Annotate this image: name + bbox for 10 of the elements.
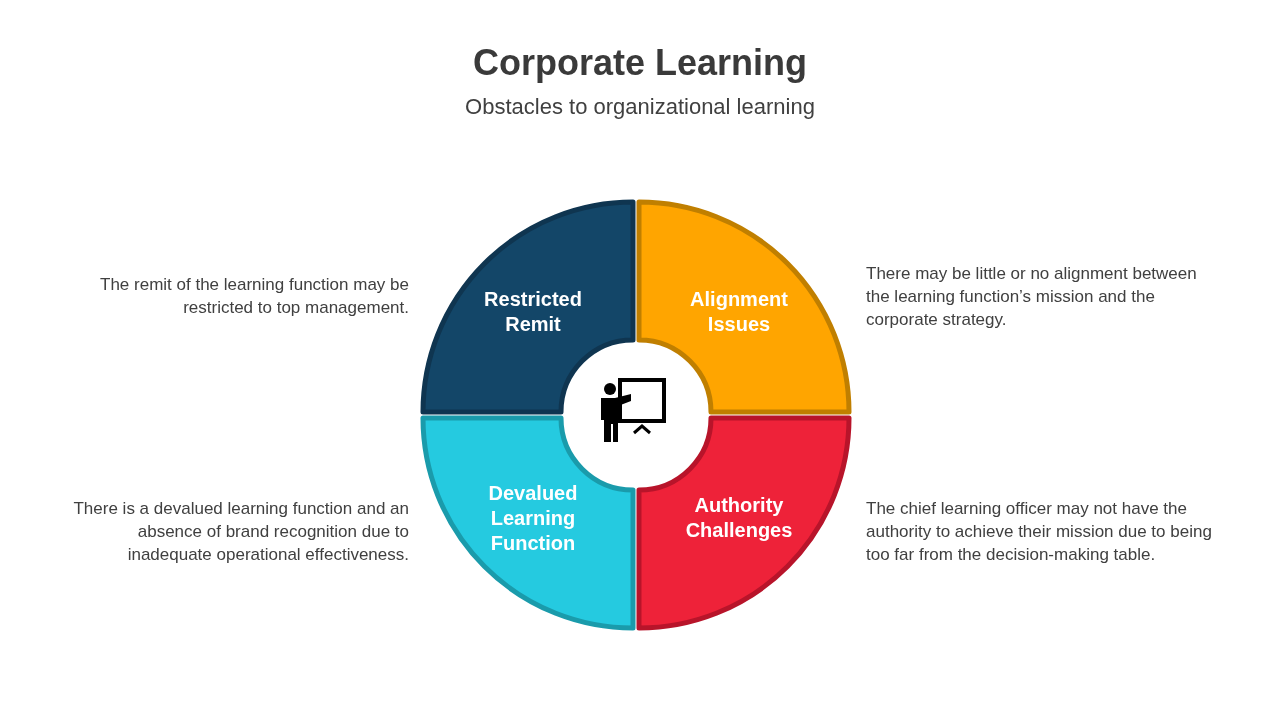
description-text: The chief learning officer may not have the authority to achieve their mission due to being too far from the decision-making table.	[866, 498, 1213, 566]
title: Corporate Learning	[472, 42, 807, 84]
segment-title: Alignment Issues	[689, 287, 789, 337]
description-text: There is a devalued learning function and an absence of brand recognition due to inadequate operational effectiveness.	[72, 498, 409, 566]
description-text: There may be little or no alignment between the learning function’s mission and the corporate strategy.	[866, 263, 1198, 331]
segment-title: Restricted Remit	[483, 287, 583, 337]
segment-title: Devalued Learning Function	[487, 480, 579, 556]
subtitle: Obstacles to organizational learning	[465, 94, 815, 120]
description-text: The remit of the learning function may be restricted to top management.	[99, 274, 409, 319]
segment-title: Authority Challenges	[684, 493, 794, 543]
